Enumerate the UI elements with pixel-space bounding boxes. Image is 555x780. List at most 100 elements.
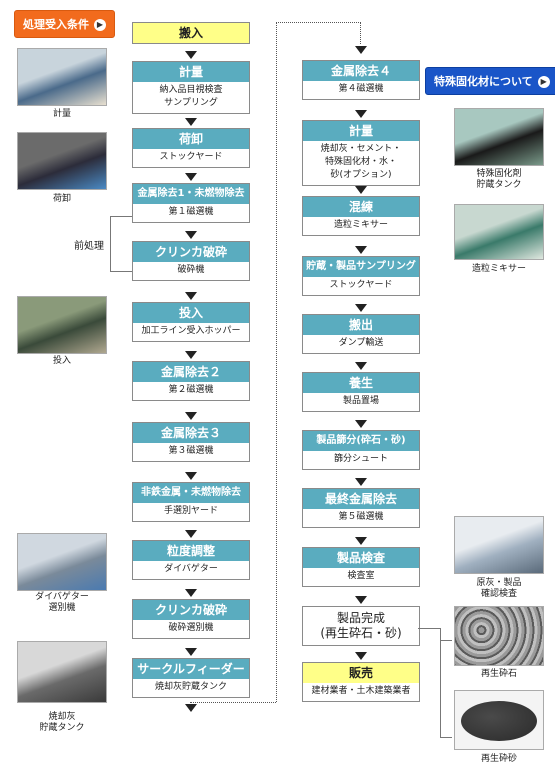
flow-step: 粒度調整ダイバゲター (132, 540, 250, 580)
flow-step-title: 非鉄金属・未燃物除去 (133, 483, 249, 503)
photo-caption: 荷卸 (17, 194, 107, 205)
bracket-line (110, 216, 111, 272)
flow-step-desc: ストックヤード (133, 149, 249, 167)
flow-step-desc-line: (再生砕石・砂) (305, 626, 417, 641)
pretreatment-label: 前処理 (74, 237, 104, 252)
flow-step: 養生製品置場 (302, 372, 420, 412)
flow-step: 搬入 (132, 22, 250, 44)
flow-step: クリンカ破砕破砕機 (132, 241, 250, 281)
flow-arrow (185, 118, 197, 126)
sorting-machine-photo (17, 533, 107, 591)
photo-caption-line: ダイバゲター (17, 592, 107, 603)
flow-step-desc: 第１磁選機 (133, 204, 249, 222)
mixer-photo (454, 204, 544, 260)
flow-step-desc: 第３磁選機 (133, 443, 249, 461)
flow-arrow (185, 412, 197, 420)
photo-caption-line: 再生砕石 (454, 669, 544, 680)
flow-step: 製品篩分(砕石・砂)篩分シュート (302, 430, 420, 470)
conditions-button[interactable]: 処理受入条件▶ (14, 10, 115, 38)
flow-step-desc-line: 製品置場 (305, 395, 417, 408)
flow-step: 貯蔵・製品サンプリングストックヤード (302, 256, 420, 296)
flow-step: 荷卸ストックヤード (132, 128, 250, 168)
conditions-button-label: 処理受入条件 (23, 18, 89, 31)
photo-caption: 計量 (17, 109, 107, 120)
flow-step: 投入加工ライン受入ホッパー (132, 302, 250, 342)
photo-caption-line: 原灰・製品 (454, 578, 544, 589)
flow-step-desc: 破砕選別機 (133, 620, 249, 638)
photo-caption-line: 確認検査 (454, 589, 544, 600)
flow-arrow (355, 186, 367, 194)
photo-caption-line: 選別機 (17, 603, 107, 614)
photo-caption-line: 貯蔵タンク (17, 723, 107, 734)
photo-caption: 再生砕砂 (454, 754, 544, 765)
flow-step: 計量納入品目視検査サンプリング (132, 61, 250, 114)
flow-arrow (355, 478, 367, 486)
flow-step-desc: 建材業者・土木建築業者 (303, 683, 419, 701)
photo-caption: 再生砕石 (454, 669, 544, 680)
flow-connector (190, 702, 276, 703)
flow-step-desc-line: ストックヤード (305, 279, 417, 292)
flow-step-title: 計量 (303, 121, 419, 141)
flow-step-title: 金属除去２ (133, 362, 249, 382)
flow-step: クリンカ破砕破砕選別機 (132, 599, 250, 639)
photo-caption: ダイバゲター選別機 (17, 592, 107, 614)
flow-step-desc: 焼却灰貯蔵タンク (133, 679, 249, 697)
flow-step-desc: 第４磁選機 (303, 81, 419, 99)
flow-arrow (185, 51, 197, 59)
flow-step-desc: 手選別ヤード (133, 503, 249, 521)
flow-step: 最終金属除去第５磁選機 (302, 488, 420, 528)
flow-arrow (355, 110, 367, 118)
flow-step-desc-line: ストックヤード (135, 151, 247, 164)
flow-step-desc-line: サンプリング (135, 97, 247, 110)
flow-step: 金属除去1・未燃物除去第１磁選機 (132, 183, 250, 223)
flow-step-desc-line: 納入品目視検査 (135, 84, 247, 97)
flow-step: 販売建材業者・土木建築業者 (302, 662, 420, 702)
flow-arrow (355, 537, 367, 545)
branch-line (440, 737, 452, 738)
special-solidifier-button[interactable]: 特殊固化材について▶ (425, 67, 555, 95)
flow-step-desc: 製品置場 (303, 393, 419, 411)
flow-step-desc: 検査室 (303, 568, 419, 586)
flow-arrow (355, 596, 367, 604)
flow-step-title: クリンカ破砕 (133, 242, 249, 262)
flow-step-title: 養生 (303, 373, 419, 393)
flow-arrow (355, 652, 367, 660)
flow-step-title: 金属除去1・未燃物除去 (133, 184, 249, 204)
flow-step-desc-line: 焼却灰貯蔵タンク (135, 681, 247, 694)
flow-step-desc-line: 第２磁選機 (135, 384, 247, 397)
hopper-input-photo (17, 296, 107, 354)
flow-step-desc-line: 砂(オプション) (305, 169, 417, 182)
flow-step-title: 金属除去３ (133, 423, 249, 443)
flow-step-desc-line: 特殊固化材・水・ (305, 156, 417, 169)
flow-step-desc-line: 造粒ミキサー (305, 219, 417, 232)
flow-arrow (185, 530, 197, 538)
flow-connector (276, 22, 361, 23)
recycled-gravel-photo (454, 606, 544, 666)
flow-arrow (185, 589, 197, 597)
flow-step-desc-line: 破砕機 (135, 264, 247, 277)
flow-step-desc-line: 焼却灰・セメント・ (305, 143, 417, 156)
flow-step-title: クリンカ破砕 (133, 600, 249, 620)
flow-step-desc-line: 第５磁選機 (305, 511, 417, 524)
flow-step-desc: 第２磁選機 (133, 382, 249, 400)
flow-step-desc-line: 手選別ヤード (135, 505, 247, 518)
flow-step-desc: 篩分シュート (303, 451, 419, 469)
flow-connector (276, 22, 277, 702)
flow-step-title: 製品検査 (303, 548, 419, 568)
flow-step-title: 販売 (303, 663, 419, 683)
flow-step-title: 金属除去４ (303, 61, 419, 81)
truck-unloading-photo (17, 132, 107, 190)
flow-arrow (185, 231, 197, 239)
flow-step-desc: ダンプ輸送 (303, 335, 419, 353)
flow-step: 製品完成(再生砕石・砂) (302, 606, 420, 646)
photo-caption: 造粒ミキサー (454, 264, 544, 275)
flow-step: 非鉄金属・未燃物除去手選別ヤード (132, 482, 250, 522)
flow-step: 金属除去２ 第２磁選機 (132, 361, 250, 401)
flow-arrow (355, 362, 367, 370)
flow-step-title: 製品篩分(砕石・砂) (303, 431, 419, 451)
flow-step-desc: 第５磁選機 (303, 509, 419, 527)
bracket-line (110, 271, 132, 272)
flow-step-title: 粒度調整 (133, 541, 249, 561)
flow-step-desc: 造粒ミキサー (303, 217, 419, 235)
